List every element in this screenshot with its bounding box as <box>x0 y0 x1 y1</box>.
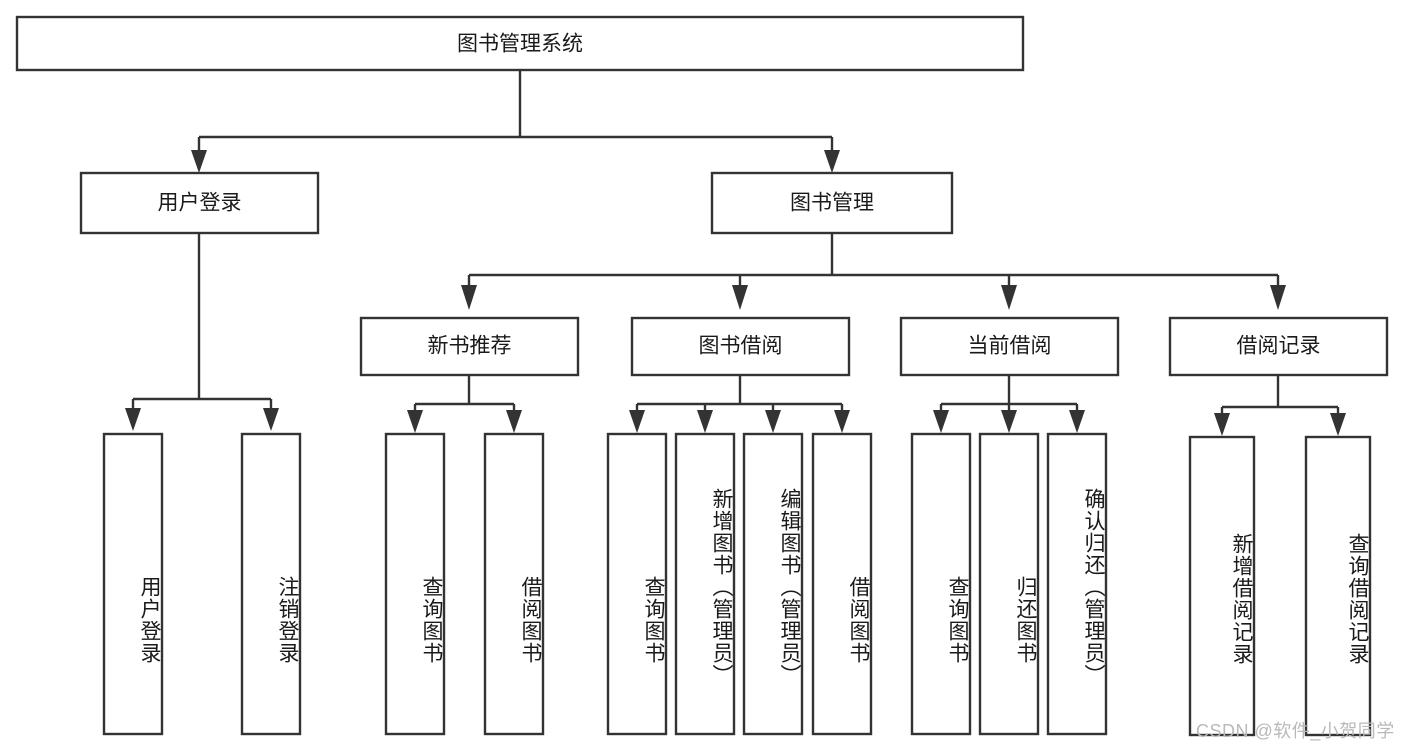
arrow-newbook-leaf-1 <box>407 410 423 433</box>
node-leaf-current-confirm[interactable] <box>1046 432 1108 736</box>
node-current-borrow-label: 当前借阅 <box>968 335 1052 358</box>
arrow-newbook-leaf-2 <box>506 410 522 433</box>
node-current-borrow[interactable] <box>899 316 1120 377</box>
arrow-current-leaf-2 <box>1001 410 1017 433</box>
node-book-management-label: 图书管理 <box>790 192 874 215</box>
node-leaf-borrow-borrow[interactable] <box>811 432 873 736</box>
node-leaf-user-login-logout[interactable] <box>240 432 302 736</box>
arrow-bookmgmt-to-record <box>1270 285 1286 310</box>
arrow-root-to-user-login <box>191 150 207 173</box>
node-leaf-current-return[interactable] <box>978 432 1040 736</box>
node-root-label: 图书管理系统 <box>457 33 583 56</box>
csdn-watermark: CSDN @软件_小贺同学 <box>1196 721 1395 741</box>
node-book-borrow-label: 图书借阅 <box>699 335 783 358</box>
node-leaf-borrow-query[interactable] <box>606 432 668 736</box>
arrow-borrow-leaf-2 <box>697 410 713 433</box>
connector-layer <box>125 70 1346 436</box>
arrow-current-leaf-3 <box>1069 410 1085 433</box>
arrow-bookmgmt-to-borrow <box>732 285 748 310</box>
node-leaf-newbook-query[interactable] <box>384 432 446 736</box>
arrow-record-leaf-2 <box>1330 413 1346 436</box>
arrow-bookmgmt-to-current <box>1001 285 1017 310</box>
node-book-management[interactable] <box>710 171 954 235</box>
node-leaf-record-add[interactable] <box>1188 435 1256 737</box>
node-leaf-borrow-add[interactable] <box>674 432 736 736</box>
node-leaf-user-login-login[interactable] <box>102 432 164 736</box>
arrow-borrow-leaf-3 <box>765 410 781 433</box>
arrow-current-leaf-1 <box>933 410 949 433</box>
arrow-record-leaf-1 <box>1214 413 1230 436</box>
arrow-bookmgmt-to-new-book <box>461 285 477 310</box>
node-borrow-record[interactable] <box>1168 316 1389 377</box>
node-new-book-recommend[interactable] <box>359 316 580 377</box>
node-leaf-newbook-borrow[interactable] <box>483 432 545 736</box>
node-user-login-label: 用户登录 <box>158 192 242 215</box>
node-leaf-current-query[interactable] <box>910 432 972 736</box>
node-root[interactable] <box>15 15 1025 72</box>
node-leaf-borrow-edit[interactable] <box>742 432 804 736</box>
node-borrow-record-label: 借阅记录 <box>1237 335 1321 358</box>
arrow-borrow-leaf-4 <box>834 410 850 433</box>
node-new-book-recommend-label: 新书推荐 <box>428 335 512 358</box>
arrow-userlogin-leaf-2 <box>263 408 279 431</box>
node-user-login[interactable] <box>79 171 320 235</box>
arrow-userlogin-leaf-1 <box>125 408 141 431</box>
node-leaf-record-query[interactable] <box>1304 435 1372 737</box>
node-layer: 图书管理系统 用户登录 图书管理 新书推荐 图书借阅 当前借阅 借阅记录 <box>15 15 1389 737</box>
node-book-borrow[interactable] <box>630 316 851 377</box>
arrow-root-to-book-mgmt <box>824 150 840 173</box>
arrow-borrow-leaf-1 <box>629 410 645 433</box>
